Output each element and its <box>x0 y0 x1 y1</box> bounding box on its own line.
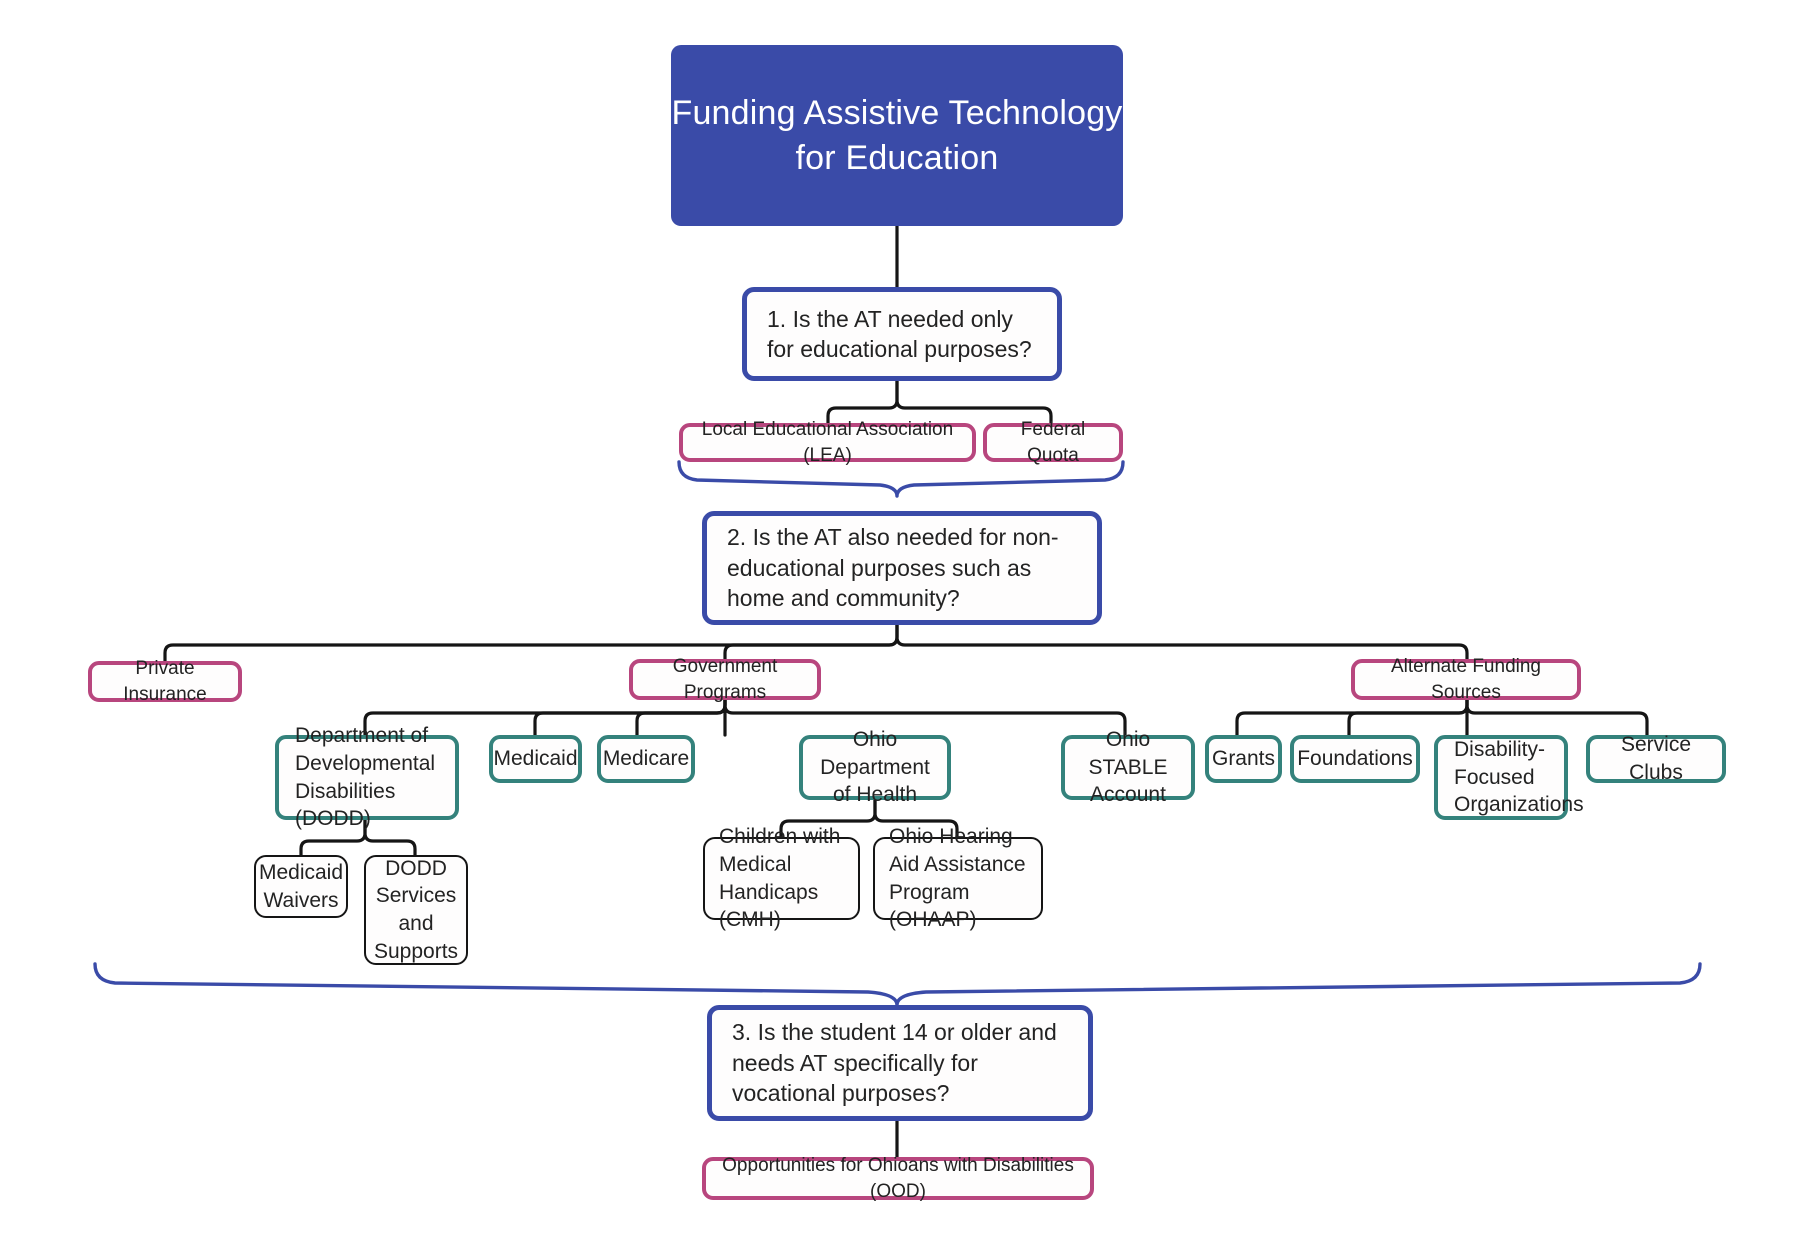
brace-funding-to-q3 <box>93 962 1702 1007</box>
node-ohio-hearing-aid-assistance-program[interactable]: Ohio Hearing Aid Assistance Program (OHA… <box>873 825 1043 931</box>
node-children-with-medical-handicaps[interactable]: Children with Medical Handicaps (CMH) <box>703 825 860 931</box>
node-government-programs[interactable]: Government Programs <box>629 656 821 703</box>
ohio-department-of-health-label: Ohio Department of Health <box>820 727 930 807</box>
grants-label: Grants <box>1211 747 1276 771</box>
dodd-services-and-supports-label: DODD Services and Supports <box>373 856 459 963</box>
ohio-hearing-aid-assistance-program-label: Ohio Hearing Aid Assistance Program (OHA… <box>889 825 1026 932</box>
alternate-funding-sources-label: Alternate Funding Sources <box>1391 656 1541 703</box>
service-clubs-label: Service Clubs <box>1620 733 1692 784</box>
node-question-2[interactable]: 2. Is the AT also needed for non-educati… <box>702 511 1102 625</box>
node-disability-focused-organizations[interactable]: Disability-Focused Organizations <box>1434 735 1584 820</box>
foundations-label: Foundations <box>1297 747 1413 771</box>
question-2-label: 2. Is the AT also needed for non-educati… <box>727 524 1059 612</box>
medicaid-waivers-label: Medicaid Waivers <box>258 860 344 912</box>
node-foundations[interactable]: Foundations <box>1290 735 1420 783</box>
node-dodd-services-and-supports[interactable]: DODD Services and Supports <box>364 855 468 965</box>
question-1-label: 1. Is the AT needed only for educational… <box>767 305 1032 362</box>
question-3-label: 3. Is the student 14 or older and needs … <box>732 1019 1057 1107</box>
node-alternate-funding-sources[interactable]: Alternate Funding Sources <box>1351 656 1581 703</box>
node-grants[interactable]: Grants <box>1205 735 1282 783</box>
ood-label: Opportunities for Ohioans with Disabilit… <box>722 1155 1074 1202</box>
medicare-label: Medicare <box>602 747 690 771</box>
medicaid-label: Medicaid <box>493 747 578 771</box>
federal-quota-label: Federal Quota <box>1020 419 1086 466</box>
node-dodd[interactable]: Department of Developmental Disabilities… <box>275 724 459 830</box>
node-private-insurance[interactable]: Private Insurance <box>88 658 242 705</box>
government-programs-label: Government Programs <box>672 656 778 703</box>
disability-focused-organizations-label: Disability-Focused Organizations <box>1454 737 1584 817</box>
node-medicaid-waivers[interactable]: Medicaid Waivers <box>254 855 348 918</box>
node-root-title: Funding Assistive Technology for Educati… <box>671 45 1123 226</box>
ohio-stable-account-label: Ohio STABLE Account <box>1088 727 1168 807</box>
node-federal-quota[interactable]: Federal Quota <box>983 419 1123 466</box>
node-question-3[interactable]: 3. Is the student 14 or older and needs … <box>707 1005 1093 1121</box>
node-medicare[interactable]: Medicare <box>597 735 695 783</box>
private-insurance-label: Private Insurance <box>123 658 207 705</box>
node-ohio-department-of-health[interactable]: Ohio Department of Health <box>799 728 951 806</box>
children-with-medical-handicaps-label: Children with Medical Handicaps (CMH) <box>719 825 841 932</box>
node-ohio-stable-account[interactable]: Ohio STABLE Account <box>1061 728 1195 806</box>
dodd-label: Department of Developmental Disabilities… <box>295 724 436 831</box>
node-service-clubs[interactable]: Service Clubs <box>1586 733 1726 784</box>
node-ood[interactable]: Opportunities for Ohioans with Disabilit… <box>702 1155 1094 1202</box>
node-medicaid[interactable]: Medicaid <box>489 735 582 783</box>
node-question-1[interactable]: 1. Is the AT needed only for educational… <box>742 287 1062 381</box>
root-title-label: Funding Assistive Technology for Educati… <box>671 93 1123 177</box>
node-lea[interactable]: Local Educational Association (LEA) <box>679 419 976 466</box>
lea-label: Local Educational Association (LEA) <box>701 419 954 466</box>
